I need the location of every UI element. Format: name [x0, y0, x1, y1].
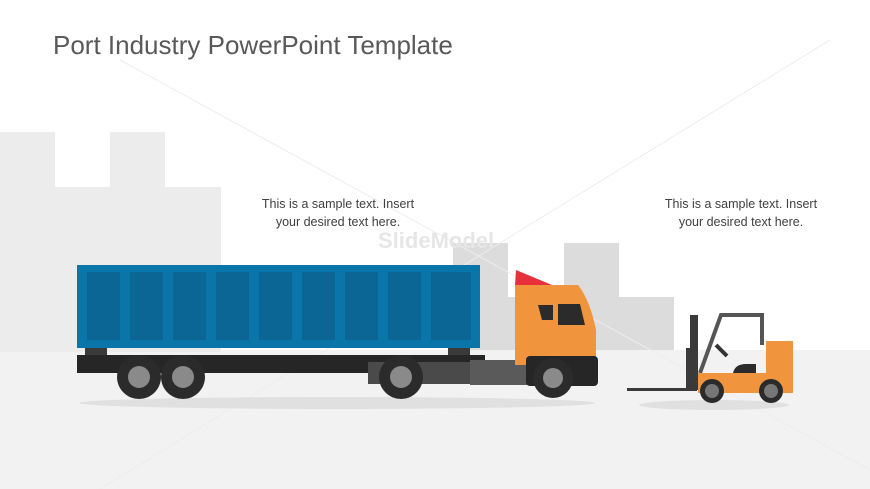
truck-wheels: [117, 355, 573, 399]
callout-text-truck: This is a sample text. Insert your desir…: [261, 197, 415, 229]
container-panels: [87, 272, 471, 340]
forklift: [627, 313, 793, 410]
slide-title: Port Industry PowerPoint Template: [53, 30, 453, 60]
container-truck: [77, 265, 598, 409]
watermark-logo: SlideModel: [378, 228, 495, 253]
callout-text-forklift: This is a sample text. Insert your desir…: [664, 197, 818, 229]
cab-roof-fairing: [515, 270, 552, 285]
